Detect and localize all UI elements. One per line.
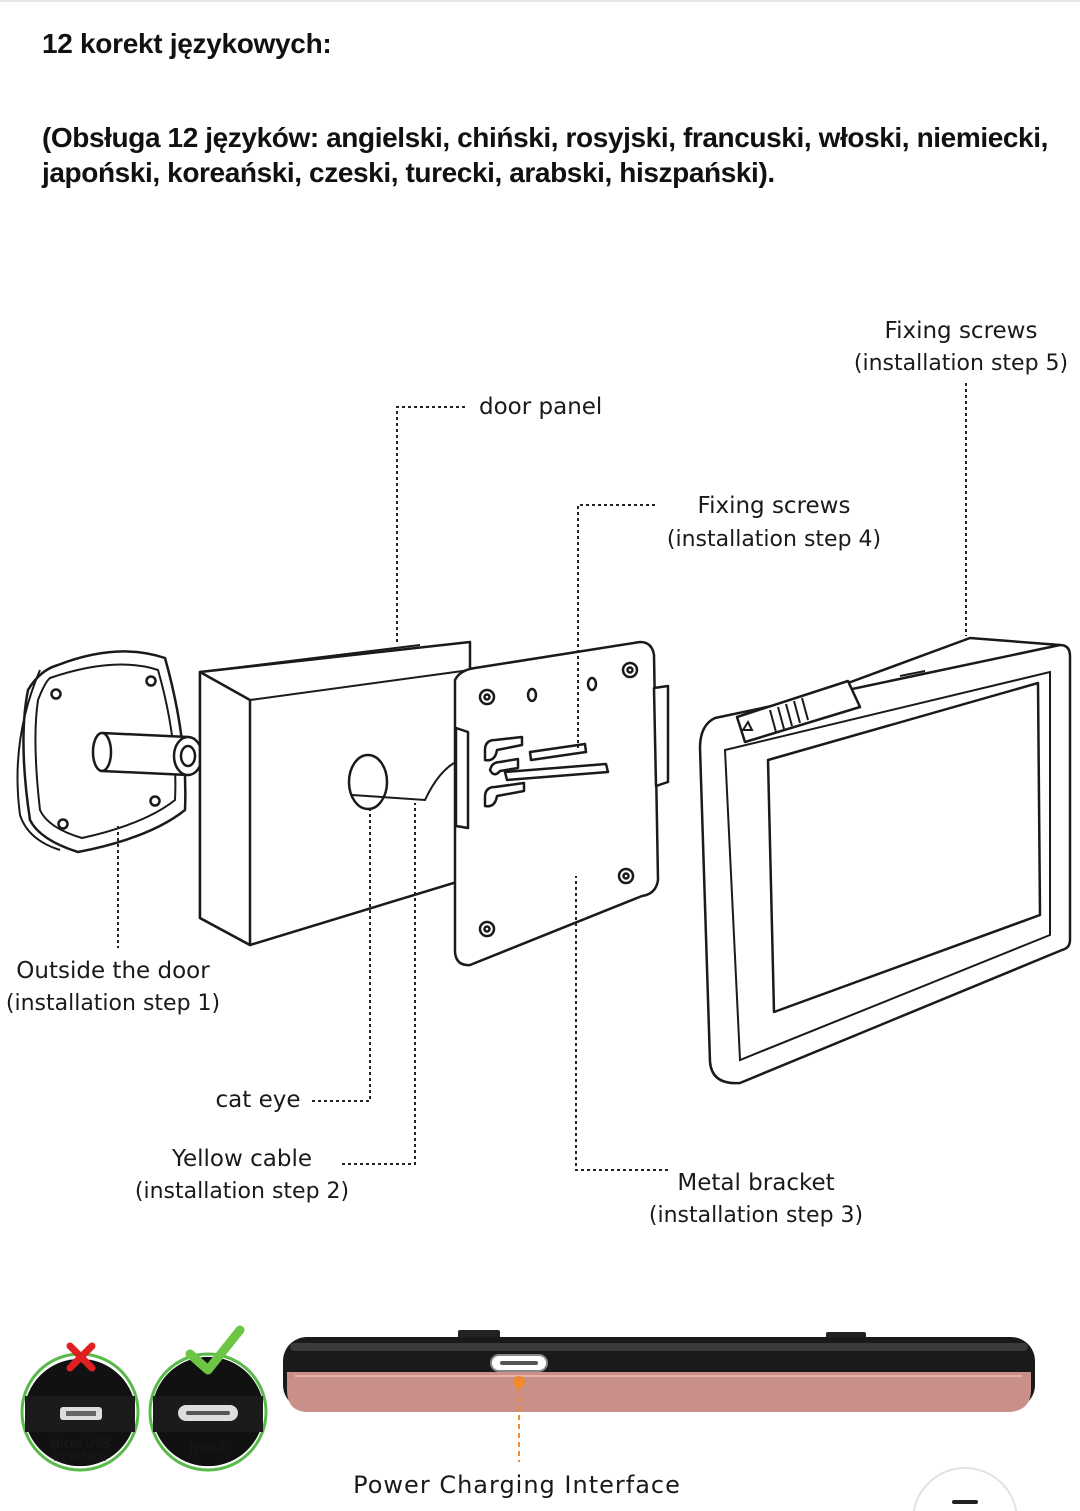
outside-camera-plate-inner bbox=[34, 663, 177, 840]
menu-icon bbox=[952, 1500, 978, 1504]
outside-camera-part bbox=[16, 650, 204, 854]
outside-camera-plate-edge bbox=[16, 669, 61, 851]
micro-usb-label-line2: Interface bbox=[53, 1450, 107, 1464]
metal-bracket-plate bbox=[453, 640, 660, 967]
type-c-label: Type-C bbox=[187, 1441, 228, 1455]
label-metal-bracket-step: (installation step 3) bbox=[649, 1203, 863, 1228]
type-c-badge: Type-C bbox=[148, 1325, 268, 1472]
monitor-screen bbox=[766, 681, 1042, 1014]
label-cat-eye: cat eye bbox=[216, 1087, 301, 1113]
metal-bracket-part bbox=[453, 640, 670, 967]
label-yellow-cable-step: (installation step 2) bbox=[135, 1179, 349, 1204]
monitor-button-block bbox=[735, 679, 862, 744]
leader-yellow-cable bbox=[342, 803, 416, 1165]
cross-icon bbox=[66, 1342, 96, 1372]
floating-action-button[interactable] bbox=[912, 1467, 1018, 1511]
installation-diagram: Fixing screws (installation step 5) door… bbox=[6, 318, 1072, 1511]
page-heading: 12 korekt językowych: bbox=[42, 28, 332, 59]
leader-metal-bracket bbox=[575, 876, 668, 1171]
micro-usb-label-line1: Micro USB bbox=[50, 1437, 111, 1451]
device-rose-gold-body bbox=[287, 1372, 1031, 1412]
check-icon bbox=[185, 1325, 245, 1375]
languages-paragraph: (Obsługa 12 języków: angielski, chiński,… bbox=[42, 122, 1048, 188]
leader-cat-eye bbox=[312, 810, 371, 1102]
top-divider bbox=[0, 0, 1080, 2]
label-fixing-screws-4-title: Fixing screws bbox=[698, 493, 851, 519]
label-fixing-screws-5-step: (installation step 5) bbox=[854, 351, 1068, 376]
indoor-monitor-part bbox=[698, 636, 1072, 1085]
leader-lines bbox=[117, 383, 967, 1171]
device-bottom-view bbox=[283, 1330, 1035, 1462]
leader-fixing-screws-4 bbox=[577, 504, 655, 748]
power-charging-interface-label: Power Charging Interface bbox=[353, 1471, 681, 1499]
micro-usb-badge: Micro USB Interface bbox=[20, 1342, 140, 1472]
label-door-panel: door panel bbox=[479, 394, 602, 420]
label-outside-door-step: (installation step 1) bbox=[6, 991, 220, 1016]
leader-door-panel bbox=[396, 406, 465, 645]
label-fixing-screws-4-step: (installation step 4) bbox=[667, 527, 881, 552]
door-panel-part bbox=[198, 640, 472, 947]
door-hole bbox=[347, 753, 389, 811]
door-side-face bbox=[198, 670, 252, 947]
label-fixing-screws-5-title: Fixing screws bbox=[885, 318, 1038, 344]
label-outside-door-title: Outside the door bbox=[16, 958, 210, 984]
label-yellow-cable-title: Yellow cable bbox=[171, 1146, 312, 1172]
label-metal-bracket-title: Metal bracket bbox=[677, 1170, 834, 1196]
